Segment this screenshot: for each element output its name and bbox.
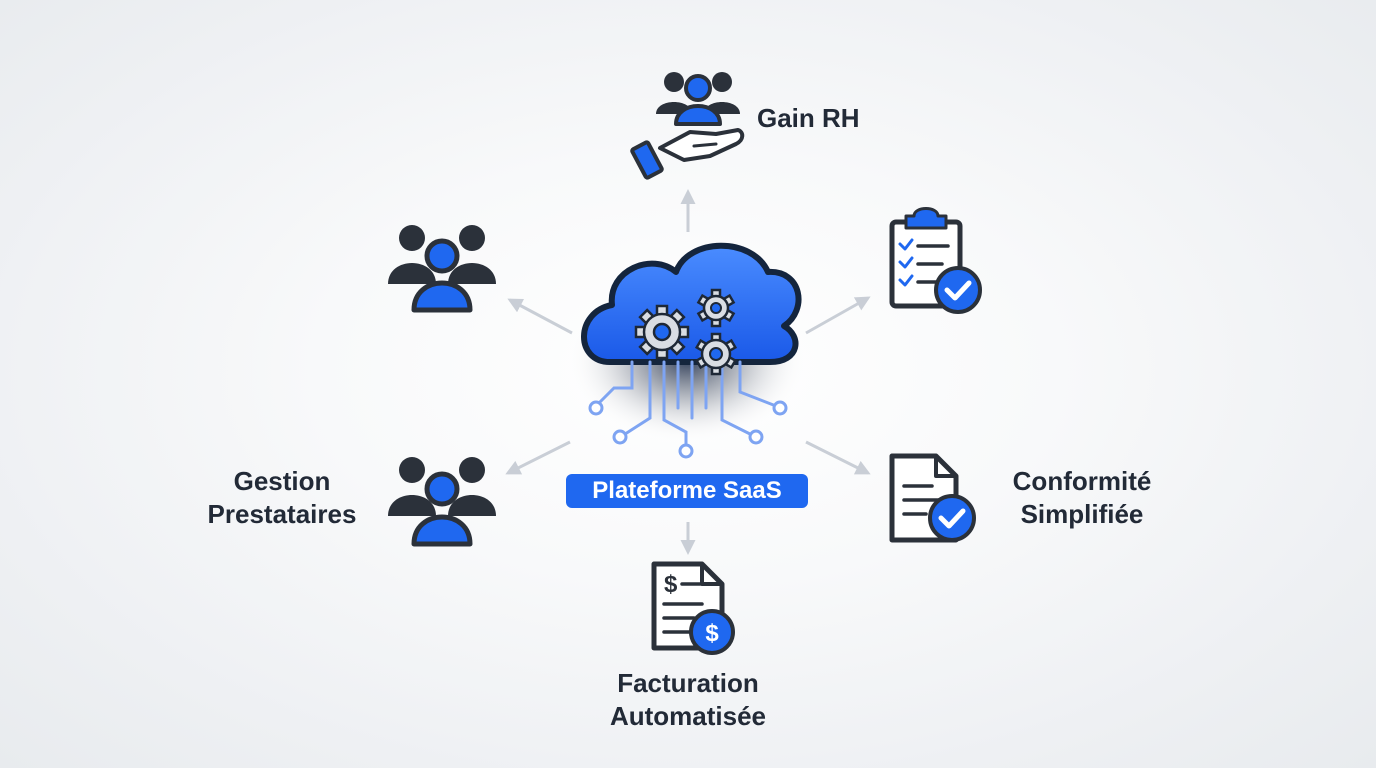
svg-text:$: $ (664, 571, 678, 598)
arrow-to-gestion (505, 440, 571, 475)
arrow-to-team (507, 298, 573, 335)
node-label-facturation: Facturation Automatisée (588, 667, 788, 733)
node-label-gain-rh: Gain RH (757, 102, 860, 135)
gear-large-icon (634, 304, 690, 360)
connector-arrows (505, 189, 871, 555)
team-icon (388, 457, 496, 547)
invoice-dollar-icon: $ $ (651, 561, 735, 655)
center-platform-label: Plateforme SaaS (566, 474, 808, 508)
clipboard-check-icon (889, 207, 982, 314)
node-label-gestion-prestataires: Gestion Prestataires (198, 465, 366, 531)
cloud-gears-icon (569, 242, 805, 459)
team-icon (388, 225, 496, 313)
facturation-label-line2: Automatisée (609, 701, 767, 731)
arrow-to-conformite (805, 440, 871, 475)
gain-rh-label: Gain RH (757, 103, 860, 133)
gear-small-icon (696, 288, 736, 328)
conformite-label-line2: Simplifiée (1020, 499, 1144, 529)
gestion-label-line2: Prestataires (207, 499, 357, 529)
hand-team-icon (630, 72, 745, 180)
document-check-icon (889, 453, 976, 543)
svg-text:$: $ (705, 620, 719, 647)
node-label-conformite: Conformité Simplifiée (1002, 465, 1162, 531)
gestion-label-line1: Gestion (233, 466, 331, 496)
gear-medium-icon (694, 332, 738, 376)
facturation-label-line1: Facturation (617, 668, 759, 698)
conformite-label-line1: Conformité (1012, 466, 1152, 496)
arrow-to-checklist (805, 296, 871, 335)
